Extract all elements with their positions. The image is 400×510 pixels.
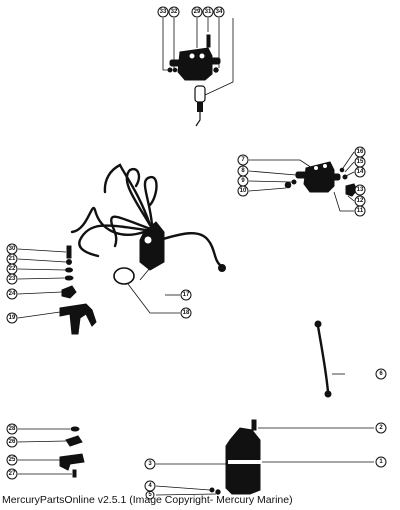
callout-label: 31	[205, 9, 212, 15]
callout-23: 23	[6, 273, 18, 285]
callout-label: 32	[171, 9, 178, 15]
callout-31: 31	[202, 6, 214, 18]
fuse-holder	[194, 85, 206, 103]
callout-5: 5	[145, 490, 155, 500]
callout-label: 15	[357, 159, 364, 165]
callout-label: 3	[148, 461, 152, 467]
callout-19: 19	[6, 312, 18, 324]
callout-15: 15	[354, 156, 366, 168]
left-leaders	[17, 248, 67, 319]
callout-label: 10	[240, 188, 247, 194]
callout-label: 4	[148, 483, 152, 489]
bottom-left-leaders	[17, 428, 72, 475]
callout-26: 26	[6, 436, 18, 448]
callout-label: 7	[241, 157, 245, 163]
callout-label: 13	[357, 187, 364, 193]
callout-12: 12	[354, 195, 366, 207]
callout-label: 25	[9, 457, 16, 463]
callout-1: 1	[375, 456, 387, 468]
callout-label: 30	[9, 246, 16, 252]
callout-21: 21	[6, 253, 18, 265]
callout-11: 11	[354, 205, 366, 217]
callout-label: 17	[183, 292, 190, 298]
top-solenoid-assembly	[167, 34, 221, 127]
callout-22: 22	[6, 263, 18, 275]
callout-label: 6	[379, 371, 383, 377]
callout-label: 23	[9, 276, 16, 282]
callout-17: 17	[180, 289, 192, 301]
callout-27: 27	[6, 468, 18, 480]
top-leaders	[162, 18, 234, 96]
solenoid-body-top	[177, 47, 213, 81]
callout-32: 32	[168, 6, 180, 18]
callout-label: 5	[148, 492, 152, 498]
callout-label: 9	[241, 178, 245, 184]
callout-label: 24	[9, 291, 16, 297]
callout-29: 29	[191, 6, 203, 18]
callout-label: 22	[9, 266, 16, 272]
callout-label: 33	[160, 9, 167, 15]
harness-connector	[139, 221, 165, 271]
callout-4: 4	[144, 480, 156, 492]
callout-label: 29	[194, 9, 201, 15]
callout-label: 2	[379, 425, 383, 431]
copyright-caption: MercuryPartsOnline v2.5.1 (Image Copyrig…	[2, 494, 293, 506]
callout-33: 33	[157, 6, 169, 18]
callout-28: 28	[6, 423, 18, 435]
callout-24: 24	[6, 288, 18, 300]
battery-cable	[314, 320, 345, 398]
callout-16: 16	[354, 146, 366, 158]
bottom-left-stack	[59, 426, 85, 478]
callout-label: 8	[241, 168, 245, 174]
callout-label: 16	[357, 149, 364, 155]
callout-label: 1	[379, 459, 383, 465]
callout-label: 19	[9, 315, 16, 321]
callout-7: 7	[237, 154, 249, 166]
callout-label: 12	[357, 198, 364, 204]
callout-18: 18	[180, 307, 192, 319]
left-bracket-stack	[59, 245, 97, 335]
callout-10: 10	[237, 185, 249, 197]
starter-leaders	[155, 427, 374, 496]
callout-25: 25	[6, 454, 18, 466]
callout-label: 21	[9, 256, 16, 262]
callout-6: 6	[375, 368, 387, 380]
o-ring	[113, 267, 135, 285]
callout-label: 26	[9, 439, 16, 445]
callout-label: 11	[357, 208, 364, 214]
callout-13: 13	[354, 184, 366, 196]
callout-14: 14	[354, 166, 366, 178]
callout-label: 14	[357, 169, 364, 175]
callout-9: 9	[237, 175, 249, 187]
callout-8: 8	[237, 165, 249, 177]
callout-30: 30	[6, 243, 18, 255]
callout-2: 2	[375, 422, 387, 434]
right-solenoid-assembly	[284, 161, 358, 197]
starter-motor	[209, 419, 262, 495]
callout-34: 34	[213, 6, 225, 18]
callout-label: 18	[183, 310, 190, 316]
wiring-harness	[70, 163, 226, 272]
callout-label: 27	[9, 471, 16, 477]
callout-label: 28	[9, 426, 16, 432]
right-leaders	[248, 151, 357, 212]
callout-3: 3	[144, 458, 156, 470]
callout-label: 34	[216, 9, 223, 15]
